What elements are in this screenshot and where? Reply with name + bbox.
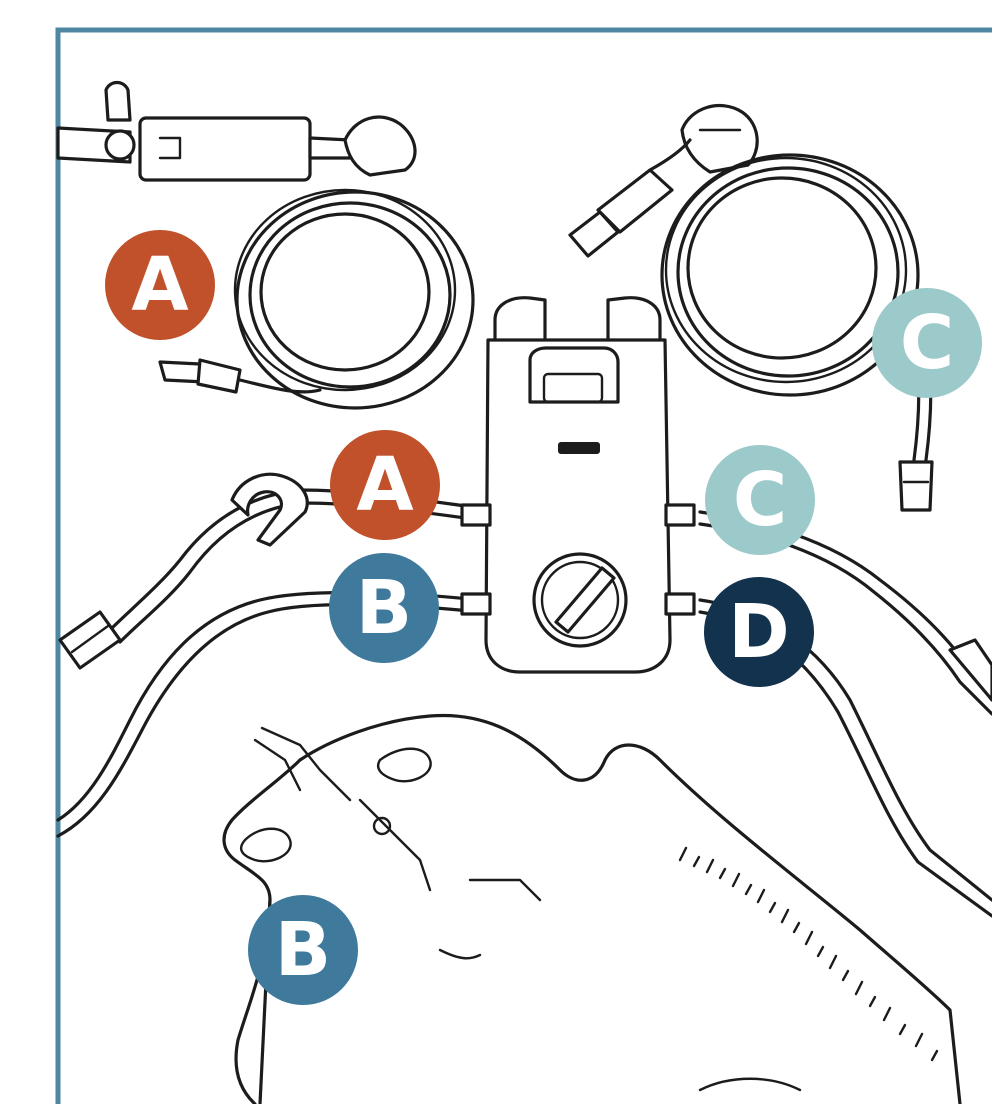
badge-c-port: C bbox=[705, 445, 815, 555]
badge-b-bag: B bbox=[248, 895, 358, 1005]
manifold-cassette bbox=[462, 298, 694, 672]
badge-a-tubing-label: A bbox=[131, 242, 188, 328]
badge-d-port-label: D bbox=[728, 589, 789, 675]
badge-a-port-label: A bbox=[356, 442, 413, 528]
badge-b-bag-label: B bbox=[275, 907, 331, 993]
badge-d-port: D bbox=[704, 577, 814, 687]
badge-c-tubing: C bbox=[872, 288, 982, 398]
badge-b-port-label: B bbox=[356, 565, 412, 651]
badge-c-tubing-label: C bbox=[900, 300, 954, 386]
indicator-slot bbox=[558, 442, 600, 454]
badge-b-port: B bbox=[329, 553, 439, 663]
badge-a-port: A bbox=[330, 430, 440, 540]
badge-c-port-label: C bbox=[733, 457, 787, 543]
badge-a-tubing: A bbox=[105, 230, 215, 340]
coiled-tubing-a bbox=[58, 83, 473, 409]
